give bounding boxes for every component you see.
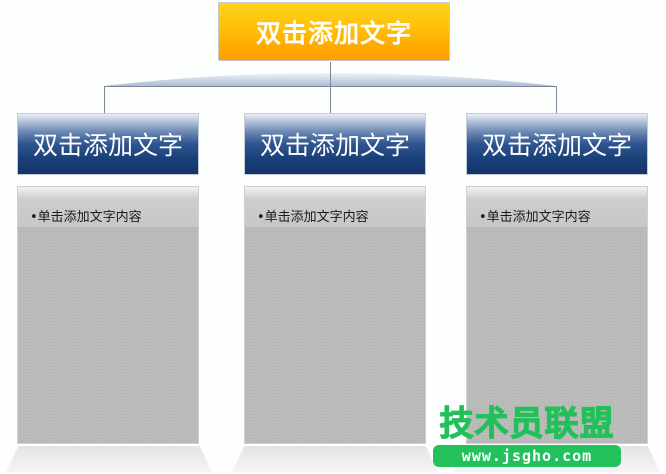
panel-highlight <box>245 187 425 227</box>
root-node-label: 双击添加文字 <box>255 18 412 48</box>
bullet-text: •单击添加文字内容 <box>257 210 369 225</box>
branch-header-3[interactable]: 双击添加文字 <box>466 113 648 175</box>
branch-panel-1[interactable]: •单击添加文字内容 <box>17 186 199 444</box>
watermark-title: 技术员联盟 <box>439 404 615 444</box>
branch-panel-2[interactable]: •单击添加文字内容 <box>244 186 426 444</box>
connector-horizontal <box>104 86 557 87</box>
root-node[interactable]: 双击添加文字 <box>218 2 450 61</box>
branch-panel-3[interactable]: •单击添加文字内容 <box>466 186 648 444</box>
connector-right-vertical <box>556 86 557 113</box>
watermark-logo: 技术员联盟 www.jsgho.com <box>433 406 621 467</box>
connector-left-vertical <box>104 86 105 113</box>
connector-root-vertical <box>330 62 331 113</box>
branch-header-label: 双击添加文字 <box>259 131 410 160</box>
bullet-text: •单击添加文字内容 <box>30 210 142 225</box>
branch-header-2[interactable]: 双击添加文字 <box>244 113 426 175</box>
panel-reflection <box>6 446 212 472</box>
branch-header-label: 双击添加文字 <box>32 131 183 160</box>
watermark-url: www.jsgho.com <box>433 445 621 467</box>
branch-header-label: 双击添加文字 <box>481 131 632 160</box>
panel-highlight <box>18 187 198 227</box>
branch-header-1[interactable]: 双击添加文字 <box>17 113 199 175</box>
panel-reflection <box>232 446 438 472</box>
panel-highlight <box>467 187 647 227</box>
bullet-text: •单击添加文字内容 <box>479 210 591 225</box>
